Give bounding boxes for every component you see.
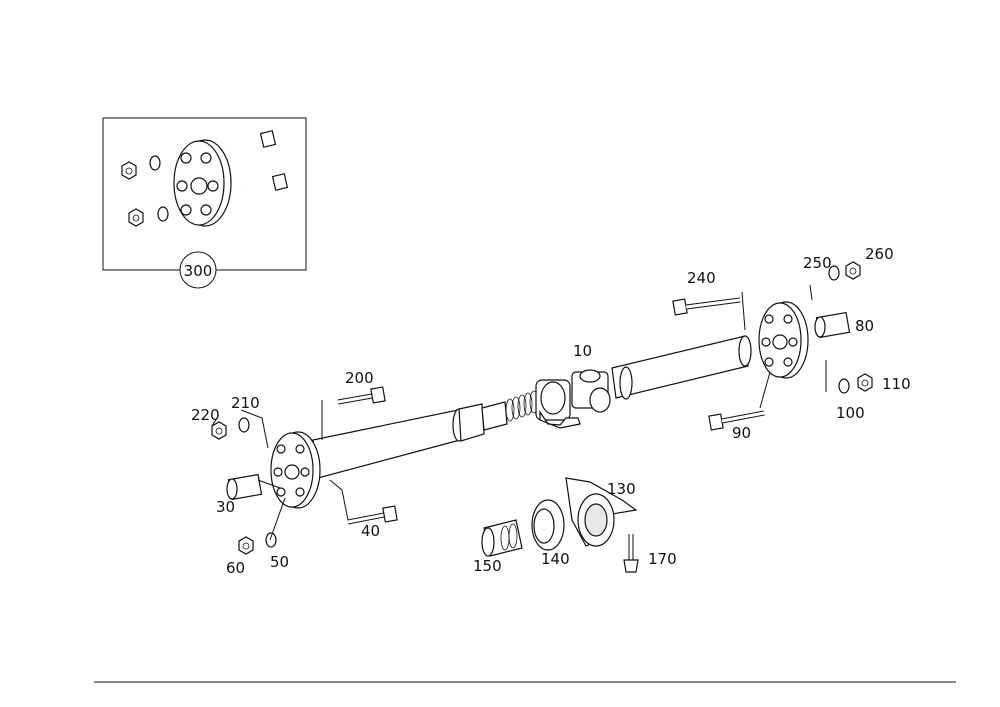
ring-140 bbox=[531, 499, 565, 551]
label-170: 170 bbox=[648, 550, 677, 568]
washer-250 bbox=[828, 265, 840, 281]
label-250: 250 bbox=[803, 254, 832, 272]
inset-washer-upper bbox=[149, 155, 161, 171]
rear-flex-disc bbox=[270, 431, 321, 509]
inset-washer-lower bbox=[157, 206, 169, 222]
washer-210 bbox=[238, 417, 250, 433]
inset-bolt-lower bbox=[239, 173, 289, 191]
bolt-240 bbox=[672, 297, 741, 316]
label-300: 300 bbox=[184, 262, 213, 280]
nut-60 bbox=[238, 536, 254, 555]
center-bearing-130 bbox=[565, 477, 638, 547]
centering-sleeve-30 bbox=[226, 473, 263, 501]
boot-150 bbox=[481, 519, 523, 557]
label-220: 220 bbox=[191, 406, 220, 424]
label-60: 60 bbox=[226, 559, 245, 577]
label-30: 30 bbox=[216, 498, 235, 516]
inset-flex-disc bbox=[173, 139, 232, 227]
label-110: 110 bbox=[882, 375, 911, 393]
centering-sleeve-80 bbox=[814, 311, 851, 339]
front-flex-disc bbox=[758, 301, 809, 379]
washer-50 bbox=[265, 532, 277, 548]
bolt-90 bbox=[708, 410, 765, 431]
label-240: 240 bbox=[687, 269, 716, 287]
nut-220 bbox=[211, 421, 227, 440]
bolt-200 bbox=[337, 386, 386, 405]
inset-kit-300: 300 bbox=[102, 117, 307, 289]
label-210: 210 bbox=[231, 394, 260, 412]
callout-circle-300 bbox=[179, 251, 217, 289]
nut-260 bbox=[845, 261, 861, 280]
label-80: 80 bbox=[855, 317, 874, 335]
label-10: 10 bbox=[573, 342, 592, 360]
leader-lines bbox=[211, 284, 827, 541]
label-150: 150 bbox=[473, 557, 502, 575]
inset-bolt-upper bbox=[227, 130, 277, 149]
bolt-40 bbox=[347, 505, 398, 525]
label-130: 130 bbox=[607, 480, 636, 498]
label-50: 50 bbox=[270, 553, 289, 571]
label-260: 260 bbox=[865, 245, 894, 263]
label-140: 140 bbox=[541, 550, 570, 568]
washer-100 bbox=[838, 378, 850, 394]
inset-nut-lower bbox=[128, 208, 144, 227]
nut-110 bbox=[857, 373, 873, 392]
callout-labels: 10 30 40 50 60 80 90 100 110 130 140 150… bbox=[191, 245, 911, 577]
label-100: 100 bbox=[836, 404, 865, 422]
label-90: 90 bbox=[732, 424, 751, 442]
propeller-shaft bbox=[312, 335, 752, 479]
label-200: 200 bbox=[345, 369, 374, 387]
inset-nut-upper bbox=[121, 161, 137, 180]
label-40: 40 bbox=[361, 522, 380, 540]
screw-170 bbox=[623, 534, 639, 573]
